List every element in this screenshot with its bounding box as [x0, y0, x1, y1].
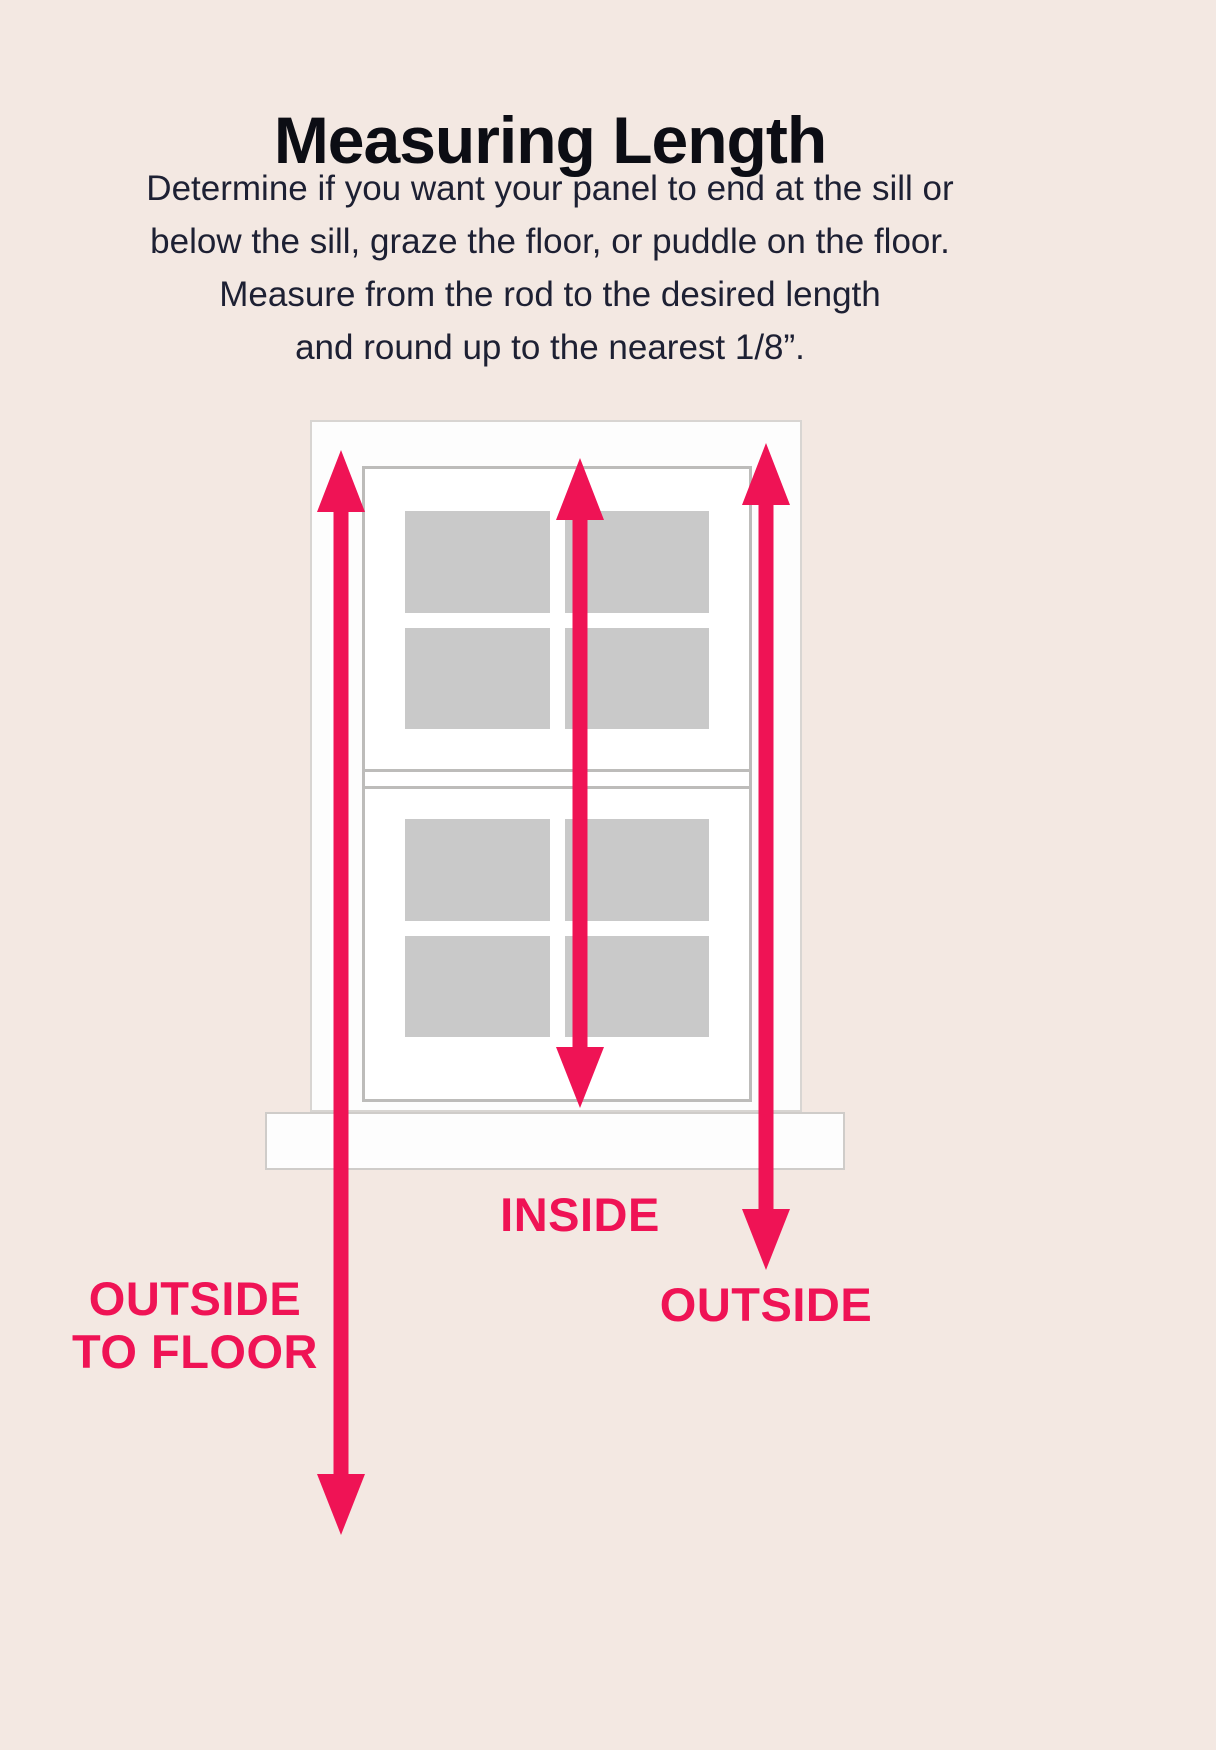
intro-text: Determine if you want your panel to end … [0, 162, 1100, 374]
window-pane [564, 935, 709, 1037]
window-inner-frame [362, 466, 752, 1102]
window-pane [564, 627, 709, 729]
window-pane [405, 819, 550, 921]
window-check-rail [365, 769, 749, 789]
outside-to-floor-label-line: OUTSIDE [88, 1272, 302, 1325]
window-pane [405, 627, 550, 729]
window-pane [564, 511, 709, 613]
window-pane [405, 935, 550, 1037]
window-pane [405, 511, 550, 613]
inside-label: INSIDE [500, 1188, 660, 1241]
intro-line: and round up to the nearest 1/8”. [295, 328, 805, 367]
lower-sash [365, 789, 749, 1099]
window-sill [265, 1112, 845, 1170]
outside-to-floor-label-line: TO FLOOR [72, 1325, 318, 1378]
intro-line: Determine if you want your panel to end … [146, 169, 954, 208]
intro-line: below the sill, graze the floor, or pudd… [150, 222, 950, 261]
outside-label: OUTSIDE [659, 1278, 873, 1331]
intro-line: Measure from the rod to the desired leng… [219, 275, 881, 314]
window-pane [564, 819, 709, 921]
outside-to-floor-label: OUTSIDE TO FLOOR [30, 1272, 360, 1378]
window-outer-frame [310, 420, 802, 1112]
upper-sash [365, 469, 749, 769]
page-title: Measuring Length [273, 103, 827, 178]
